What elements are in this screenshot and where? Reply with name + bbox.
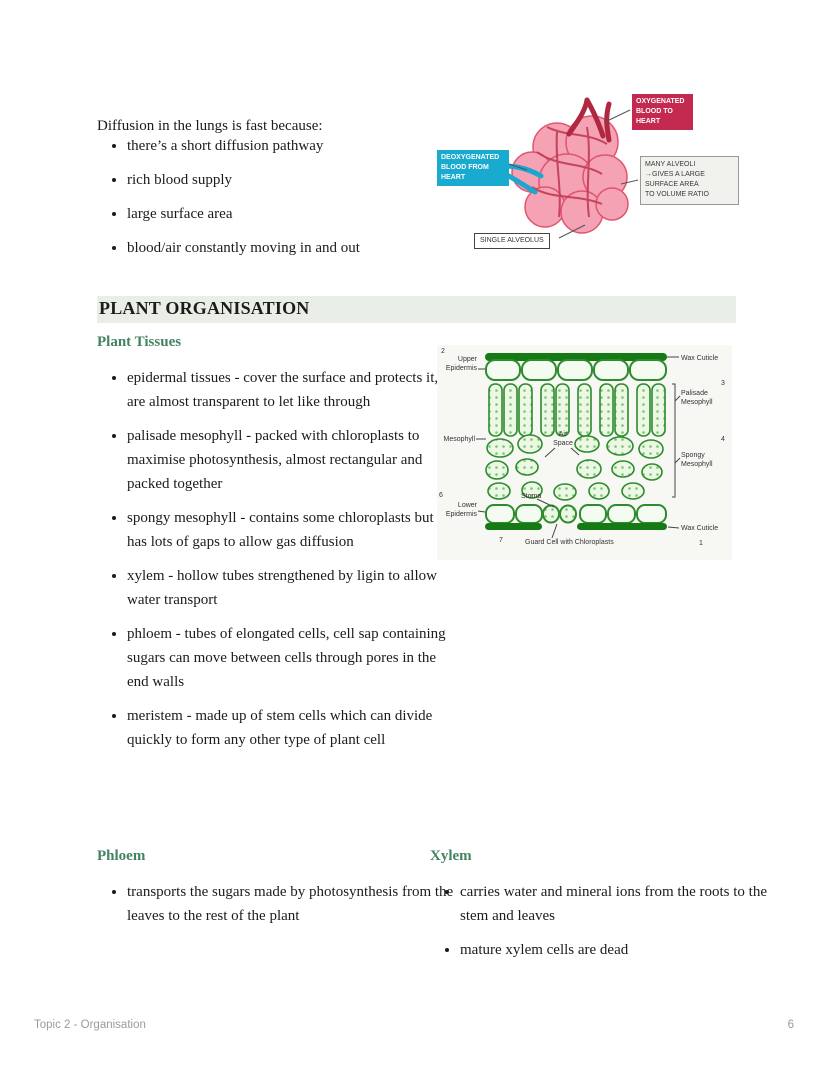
- stoma-label: Stoma: [521, 493, 542, 500]
- bullet-item: epidermal tissues - cover the surface an…: [127, 366, 449, 414]
- plant-organisation-heading: PLANT ORGANISATION: [97, 296, 736, 323]
- deoxygenated-blood-label: DEOXYGENATED BLOOD FROM HEART: [437, 150, 509, 187]
- footer-topic-label: Topic 2 - Organisation: [34, 1019, 146, 1031]
- bullet-item: spongy mesophyll - contains some chlorop…: [127, 506, 449, 554]
- air-space-label: Air Space: [553, 431, 573, 448]
- bullet-item: xylem - hollow tubes strengthened by lig…: [127, 564, 449, 612]
- oxygenated-blood-label: OXYGENATED BLOOD TO HEART: [632, 94, 693, 131]
- wax-cuticle-top-label: Wax Cuticle: [681, 355, 719, 362]
- bullet-item: phloem - tubes of elongated cells, cell …: [127, 622, 449, 694]
- xylem-bullet-list: carries water and mineral ions from the …: [430, 880, 775, 972]
- phloem-bullet-list: transports the sugars made by photosynth…: [97, 880, 457, 938]
- leaf-annotation-7: 7: [499, 537, 503, 544]
- leaf-annotation-1: 1: [699, 540, 703, 547]
- leaf-illustration: [476, 353, 681, 539]
- xylem-subheading: Xylem: [430, 848, 472, 864]
- bullet-item: blood/air constantly moving in and out: [127, 236, 457, 260]
- wax-cuticle-bottom-label: Wax Cuticle: [681, 525, 719, 532]
- footer-page-number: 6: [787, 1019, 794, 1031]
- lower-epidermis-label: Lower Epidermis: [445, 502, 477, 519]
- bullet-item: large surface area: [127, 202, 457, 226]
- page-footer: Topic 2 - Organisation 6: [34, 1019, 794, 1031]
- spongy-mesophyll-label: Spongy Mesophyll: [681, 452, 713, 469]
- many-alveoli-label: MANY ALVEOLI →GIVES A LARGE SURFACE AREA…: [640, 156, 739, 205]
- upper-epidermis-label: Upper Epidermis: [445, 356, 477, 373]
- bullet-item: meristem - made up of stem cells which c…: [127, 704, 449, 752]
- bullet-item: rich blood supply: [127, 168, 457, 192]
- leaf-annotation-2: 2: [441, 348, 445, 355]
- mesophyll-label: Mesophyll: [443, 436, 475, 443]
- bullet-item: transports the sugars made by photosynth…: [127, 880, 457, 928]
- palisade-mesophyll-label: Palisade Mesophyll: [681, 390, 713, 407]
- leaf-annotation-4: 4: [721, 436, 725, 443]
- alveolus-illustration: [489, 97, 639, 239]
- guard-cell-label: Guard Cell with Chloroplasts: [525, 539, 614, 546]
- bullet-item: mature xylem cells are dead: [460, 938, 775, 962]
- plant-tissues-bullet-list: epidermal tissues - cover the surface an…: [97, 366, 449, 762]
- bullet-item: carries water and mineral ions from the …: [460, 880, 775, 928]
- lungs-intro-text: Diffusion in the lungs is fast because:: [97, 118, 323, 134]
- phloem-subheading: Phloem: [97, 848, 146, 864]
- single-alveolus-label: SINGLE ALVEOLUS: [474, 233, 550, 250]
- bullet-item: there’s a short diffusion pathway: [127, 134, 457, 158]
- leaf-annotation-6: 6: [439, 492, 443, 499]
- alveolus-diagram: OXYGENATED BLOOD TO HEART DEOXYGENATED B…: [437, 92, 739, 260]
- leaf-annotation-3: 3: [721, 380, 725, 387]
- plant-tissues-subheading: Plant Tissues: [97, 334, 182, 350]
- bullet-item: palisade mesophyll - packed with chlorop…: [127, 424, 449, 496]
- leaf-cross-section-diagram: 2 Upper Epidermis Wax Cuticle 3 Palisade…: [437, 345, 732, 560]
- lungs-bullet-list: there’s a short diffusion pathway rich b…: [97, 134, 457, 270]
